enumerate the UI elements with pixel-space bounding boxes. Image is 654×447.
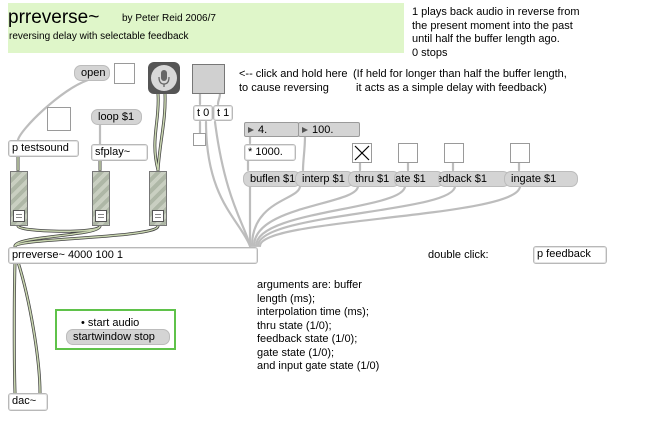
buffer-seconds-number[interactable]: 4. (244, 122, 299, 137)
gain-slider-adc[interactable] (149, 171, 167, 226)
prreverse-object[interactable]: prreverse~ 4000 100 1 (8, 247, 258, 264)
feedback-subpatch[interactable]: p feedback (533, 246, 607, 264)
prreverse-label: prreverse~ 4000 100 1 (12, 249, 123, 261)
page-title: prreverse~ (8, 7, 100, 28)
gate-message[interactable]: gate $1 (394, 171, 444, 187)
dac-label: dac~ (12, 395, 37, 407)
x-icon (354, 145, 370, 161)
trigger-zero-label: t 0 (197, 107, 210, 119)
description-comment: 1 plays back audio in reverse from the p… (412, 6, 580, 59)
gate-toggle[interactable] (444, 143, 464, 163)
gain-slider-sfplay[interactable] (92, 171, 110, 226)
adc-button[interactable] (148, 62, 180, 94)
open-toggle[interactable] (114, 63, 135, 84)
thru-message[interactable]: thru $1 (348, 171, 400, 187)
interp-number[interactable]: 100. (298, 122, 360, 137)
trigger-one-label: t 1 (217, 107, 230, 119)
testsound-label: p testsound (12, 142, 69, 154)
startwindow-stop-message[interactable]: startwindow stop (66, 329, 170, 345)
interp-message[interactable]: interp $1 (295, 171, 354, 187)
dac-object[interactable]: dac~ (8, 393, 48, 411)
feedback-state-toggle[interactable] (398, 143, 418, 163)
ingate-toggle[interactable] (510, 143, 530, 163)
open-message[interactable]: open (74, 65, 110, 81)
multiply-object[interactable]: * 1000. (244, 144, 296, 161)
trigger-zero[interactable]: t 0 (193, 105, 213, 121)
loop-toggle[interactable] (47, 107, 71, 131)
feedback-message[interactable]: feedback $1 (438, 171, 510, 187)
loop-message[interactable]: loop $1 (91, 109, 142, 125)
reverse-hold-button[interactable] (192, 64, 225, 94)
sfplay-label: sfplay~ (95, 146, 131, 158)
multiply-label: * 1000. (248, 146, 283, 158)
thru-toggle[interactable] (352, 143, 372, 163)
held-hint-comment: (If held for longer than half the buffer… (353, 68, 567, 94)
ingate-message[interactable]: ingate $1 (504, 171, 578, 187)
trigger-one[interactable]: t 1 (213, 105, 233, 121)
author-credit: by Peter Reid 2006/7 (122, 13, 216, 24)
gain-slider-left[interactable] (10, 171, 28, 226)
arguments-comment: arguments are: buffer length (ms); inter… (257, 279, 380, 372)
microphone-icon (151, 65, 177, 91)
click-hint-comment: <-- click and hold here to cause reversi… (239, 68, 348, 94)
title-panel (8, 3, 404, 53)
small-toggle[interactable] (193, 133, 206, 146)
feedback-subpatch-label: p feedback (537, 248, 591, 260)
page-subtitle: reversing delay with selectable feedback (9, 31, 189, 42)
sfplay-object[interactable]: sfplay~ (91, 144, 148, 161)
buflen-message[interactable]: buflen $1 (243, 171, 301, 187)
start-audio-label: • start audio (81, 317, 140, 329)
testsound-subpatch[interactable]: p testsound (8, 140, 79, 157)
double-click-comment: double click: (428, 249, 489, 261)
